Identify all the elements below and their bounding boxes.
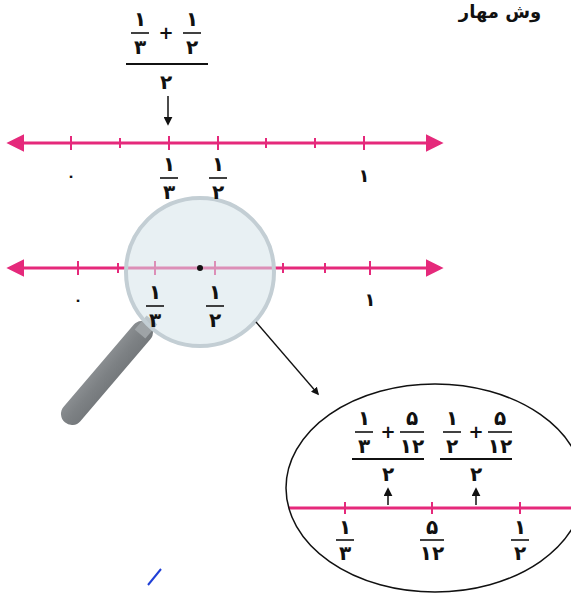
denominator: ۳ xyxy=(149,310,161,330)
pen-mark xyxy=(148,569,161,585)
midpoint-dot xyxy=(197,265,203,271)
denominator: ۲ xyxy=(212,182,224,202)
tick-label: ۱ xyxy=(365,291,376,309)
fraction-bar xyxy=(131,32,149,34)
fraction-bar xyxy=(183,32,201,34)
fraction-bar xyxy=(355,431,373,433)
magnified-view: ۱۳+۵۱۲۲۱۲+۵۱۲۲۱۳۵۱۲۱۲ xyxy=(285,383,571,593)
denominator: ۲ xyxy=(209,310,221,330)
numerator: ۱ xyxy=(134,9,146,29)
fraction-bar xyxy=(160,177,178,179)
pointer-arrow xyxy=(387,489,389,505)
denominator: ۳ xyxy=(358,436,370,456)
fraction-bar xyxy=(336,539,354,541)
numerator: ۱ xyxy=(446,408,458,428)
denominator: ۱۲ xyxy=(400,436,424,456)
magnifier-handle xyxy=(72,332,142,414)
heading-fragment: وش مهار xyxy=(459,3,541,21)
denominator: ۲ xyxy=(382,464,394,484)
pointer-arrow xyxy=(256,322,318,394)
numerator: ۵ xyxy=(406,408,418,428)
tick-label: ۰ xyxy=(67,169,76,183)
fraction-bar xyxy=(146,305,164,307)
number-line xyxy=(289,507,571,510)
numerator: ۱ xyxy=(149,282,161,302)
number-line xyxy=(10,142,440,145)
tick-label: ۱ xyxy=(359,167,370,185)
fraction-bar xyxy=(511,539,529,541)
fraction-bar xyxy=(352,458,424,460)
ellipse xyxy=(286,384,571,592)
tick-label: ۰ xyxy=(74,293,83,307)
denominator: ۲ xyxy=(470,464,482,484)
denominator: ۱۲ xyxy=(488,436,512,456)
ticks xyxy=(345,502,520,514)
denominator: ۳ xyxy=(134,37,146,57)
denominator: ۳ xyxy=(339,543,351,563)
fraction-bar xyxy=(209,177,227,179)
numerator: ۵ xyxy=(494,408,506,428)
plus-sign: + xyxy=(158,24,173,42)
denominator: ۲ xyxy=(160,72,172,92)
pointer-arrow xyxy=(167,96,169,124)
numerator: ۱ xyxy=(358,408,370,428)
numerator: ۱ xyxy=(212,154,224,174)
magnifier-lens xyxy=(126,198,274,346)
denominator: ۲ xyxy=(514,543,526,563)
fraction-bar xyxy=(400,431,424,433)
fraction-bar xyxy=(126,63,208,65)
fraction-bar xyxy=(443,431,461,433)
plus-sign: + xyxy=(380,423,395,441)
numerator: ۱ xyxy=(339,517,351,537)
numerator: ۱ xyxy=(186,9,198,29)
numerator: ۱ xyxy=(163,154,175,174)
plus-sign: + xyxy=(468,423,483,441)
ticks xyxy=(71,136,364,150)
pointer-arrow xyxy=(475,489,477,505)
denominator: ۱۲ xyxy=(420,543,444,563)
fraction-bar xyxy=(440,458,512,460)
denominator: ۲ xyxy=(186,37,198,57)
fraction-bar xyxy=(420,539,444,541)
numerator: ۵ xyxy=(426,517,438,537)
numerator: ۱ xyxy=(209,282,221,302)
fraction-bar xyxy=(488,431,512,433)
numerator: ۱ xyxy=(514,517,526,537)
fraction-bar xyxy=(206,305,224,307)
denominator: ۲ xyxy=(446,436,458,456)
denominator: ۳ xyxy=(163,182,175,202)
